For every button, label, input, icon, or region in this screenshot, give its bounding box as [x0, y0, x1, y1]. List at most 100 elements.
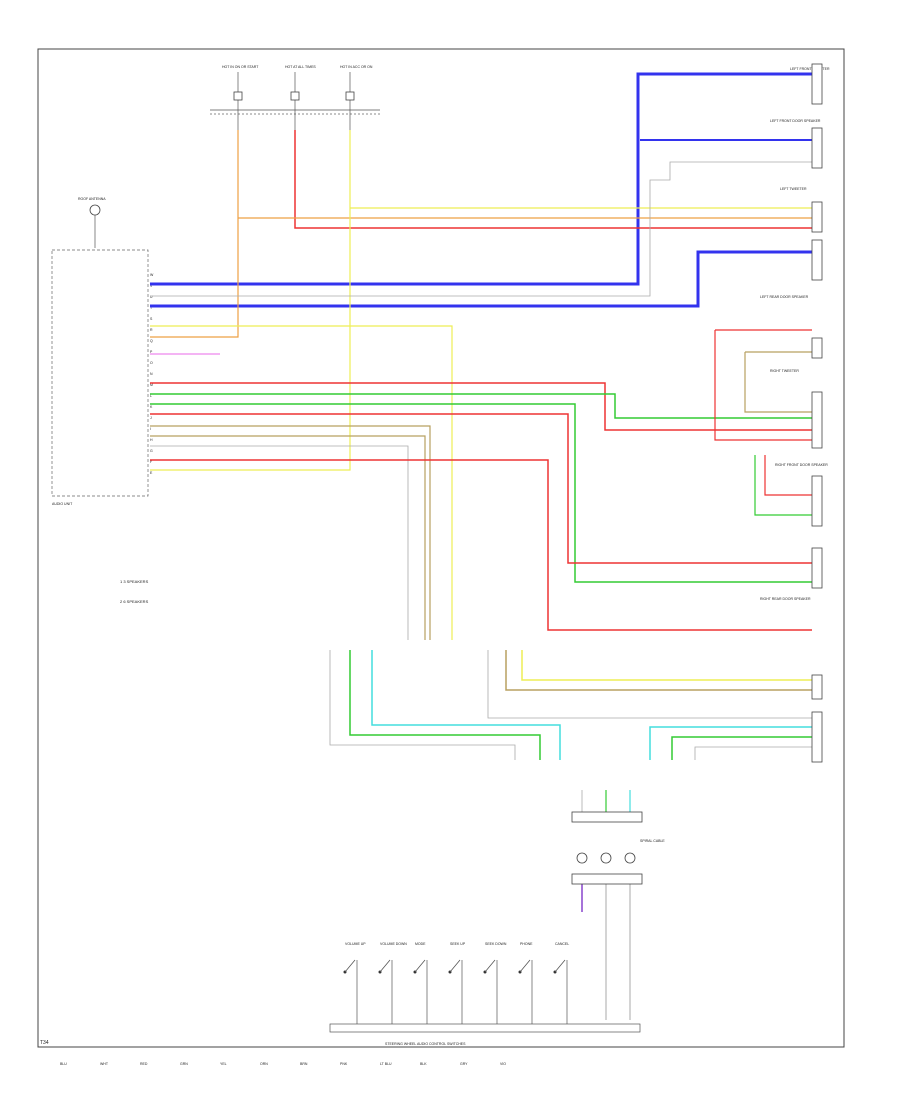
wire-14 — [150, 445, 409, 640]
pin-label: J — [150, 416, 152, 420]
note-2: 2 6 SPEAKERS — [120, 599, 149, 604]
pin-label: H — [150, 438, 153, 442]
wire-6 — [150, 325, 453, 640]
switch-3: SEEK UP — [448, 942, 466, 1024]
component-label-c8: SPIRAL CABLE — [640, 839, 665, 843]
switch-label-5: PHONE — [520, 942, 533, 946]
wire-34 — [605, 884, 631, 1020]
pin-label: W — [150, 273, 154, 277]
wire-27 — [649, 726, 812, 760]
pin-label: O — [150, 361, 153, 365]
wire-color-label-6: BRN — [300, 1062, 308, 1066]
pin-label: K — [150, 405, 153, 409]
wire-26 — [329, 650, 516, 760]
switch-label-6: CANCEL — [555, 942, 569, 946]
switch-group: VOLUME UP VOLUME DOWN MODE SEEK UP SEEK DOWN… — [343, 942, 569, 1024]
switch-label-2: MODE — [415, 942, 426, 946]
switch-1: VOLUME DOWN — [378, 942, 407, 1024]
pin-label: V — [150, 284, 153, 288]
component-label-c2: LEFT FRONT DOOR SPEAKER — [770, 119, 821, 123]
component-c2: LEFT FRONT DOOR SPEAKER — [770, 119, 823, 169]
pin-label: S — [150, 317, 153, 321]
switch-6: CANCEL — [553, 942, 569, 1024]
wire-11 — [150, 413, 812, 564]
wire-color-label-5: ORN — [260, 1062, 268, 1066]
wire-color-label-0: BLU — [60, 1062, 67, 1066]
component-c8: SPIRAL CABLE — [571, 811, 665, 885]
component-label-c5: RIGHT FRONT DOOR SPEAKER — [775, 463, 828, 467]
wire-7 — [150, 161, 812, 297]
wire-color-label-4: YEL — [220, 1062, 227, 1066]
component-label-c1: LEFT FRONT TWEETER — [790, 67, 830, 71]
note-1: 1 3 SPEAKERS — [120, 579, 149, 584]
component-c5: RIGHT FRONT DOOR SPEAKER — [775, 463, 828, 527]
fuse-1: HOT IN ON OR START — [222, 65, 259, 130]
switch-label-0: VOLUME UP — [345, 942, 366, 946]
antenna-group: ROOF ANTENNA — [78, 197, 106, 248]
fuse-2-label: HOT AT ALL TIMES — [285, 65, 316, 69]
wire-9 — [150, 393, 812, 419]
pin-label: E — [150, 471, 153, 475]
pin-label: T — [150, 306, 153, 310]
component-c7: RIGHT REAR DOOR SPEAKER — [760, 547, 823, 601]
antenna-label: ROOF ANTENNA — [78, 197, 106, 201]
wire-23 — [487, 650, 812, 719]
pin-label: N — [150, 372, 153, 376]
component-c1: LEFT FRONT TWEETER — [790, 63, 830, 105]
wire-1 — [150, 250, 812, 308]
pin-label: M — [150, 383, 153, 387]
switch-2: MODE — [413, 942, 428, 1024]
switch-4: SEEK DOWN — [483, 942, 507, 1024]
wire-25 — [371, 650, 561, 760]
wire-4 — [150, 130, 812, 338]
pin-label: F — [150, 460, 152, 464]
switch-0: VOLUME UP — [343, 942, 366, 1024]
wire-17 — [714, 329, 812, 441]
audio-unit-label: AUDIO UNIT — [52, 502, 73, 506]
wire-5 — [150, 130, 812, 471]
wire-20 — [764, 455, 812, 496]
wire-29 — [694, 746, 812, 760]
connector-right-2 — [811, 711, 823, 763]
wire-group — [150, 72, 812, 1020]
wire-12 — [150, 425, 431, 640]
switch-label-3: SEEK UP — [450, 942, 466, 946]
antenna-icon — [89, 204, 101, 216]
switch-label-4: SEEK DOWN — [485, 942, 507, 946]
wire-color-label-10: GRY — [460, 1062, 468, 1066]
wire-22 — [505, 650, 812, 691]
wire-13 — [150, 435, 426, 640]
switch-bus — [329, 1023, 641, 1033]
component-label-c6: LEFT REAR DOOR SPEAKER — [760, 295, 809, 299]
pin-label: L — [150, 394, 152, 398]
pin-label: G — [150, 449, 153, 453]
wire-color-label-8: LT BLU — [380, 1062, 392, 1066]
component-label-c3: LEFT TWEETER — [780, 187, 807, 191]
fuse-3: HOT IN ACC OR ON — [340, 65, 373, 130]
pin-label: Q — [150, 339, 153, 343]
component-label-c9: STEERING WHEEL AUDIO CONTROL SWITCHES — [385, 1042, 466, 1046]
fuse-2: HOT AT ALL TIMES — [285, 65, 316, 130]
fuse-1-label: HOT IN ON OR START — [222, 65, 259, 69]
wire-color-label-7: PNK — [340, 1062, 348, 1066]
footer-code: T34 — [40, 1040, 49, 1046]
component-c3: LEFT TWEETER — [780, 187, 823, 233]
switch-5: PHONE — [518, 942, 533, 1024]
wire-3 — [294, 130, 812, 229]
fuse-group: HOT IN ON OR START HOT AT ALL TIMES HOT … — [210, 65, 380, 130]
pin-label: I — [150, 427, 151, 431]
wire-28 — [671, 736, 812, 760]
connector-right-1 — [811, 674, 823, 700]
diagram-frame — [37, 48, 845, 1048]
component-label-c7: RIGHT REAR DOOR SPEAKER — [760, 597, 811, 601]
wire-21 — [521, 650, 812, 681]
pin-label: P — [150, 350, 153, 354]
wire-color-label-9: BLK — [420, 1062, 427, 1066]
wire-0 — [150, 72, 812, 286]
wire-color-label-3: GRN — [180, 1062, 188, 1066]
wire-18 — [744, 351, 812, 413]
fuse-3-label: HOT IN ACC OR ON — [340, 65, 373, 69]
